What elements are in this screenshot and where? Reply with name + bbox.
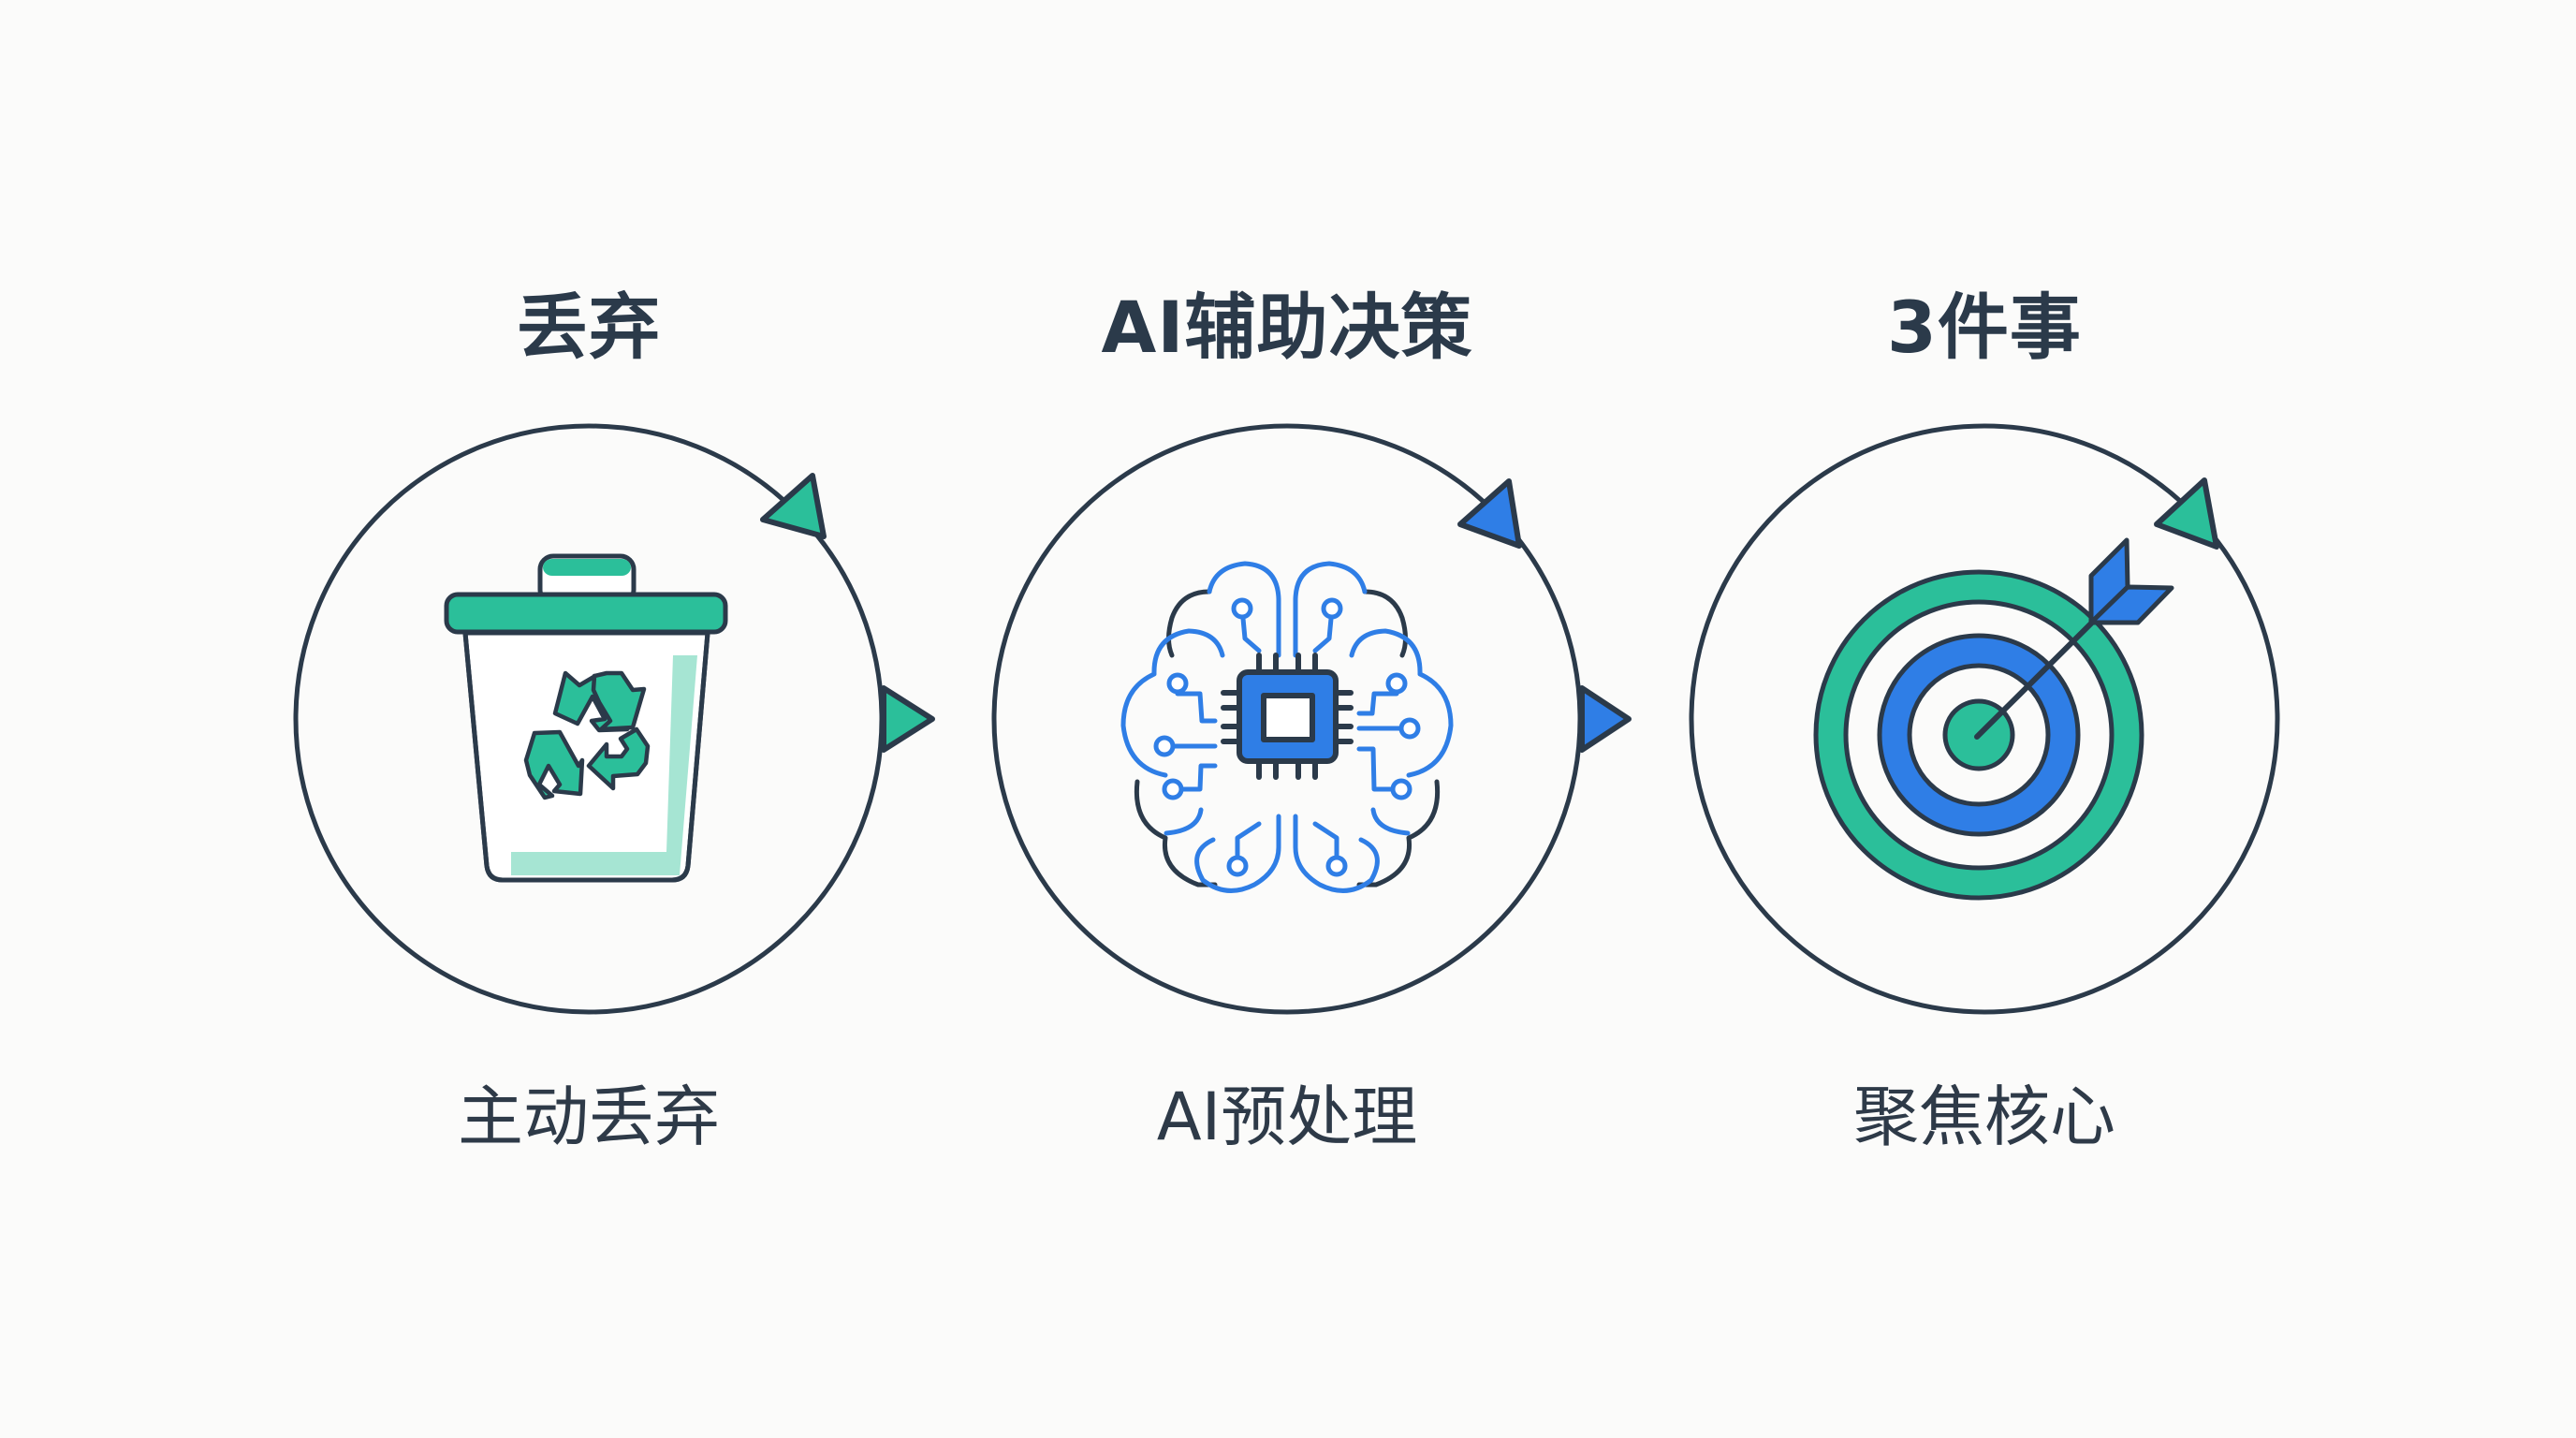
- step-1-subtitle: 主动丢弃: [458, 1078, 720, 1155]
- step-3-subtitle: 聚焦核心: [1853, 1078, 2115, 1155]
- trash-recycle-icon: [444, 553, 728, 883]
- cycle-arrowhead-icon: [1457, 478, 1522, 549]
- step-3-title: 3件事: [1887, 286, 2082, 369]
- cycle-arrowhead-icon: [2154, 477, 2219, 550]
- target-arrow-icon: [1813, 537, 2174, 901]
- step-3-cycle-ring: [1689, 423, 2280, 1015]
- step-1-node: [293, 423, 935, 1015]
- ai-brain-chip-icon: [1120, 561, 1454, 893]
- step-2-subtitle: AI预处理: [1156, 1078, 1418, 1155]
- step-2-title: AI辅助决策: [1101, 286, 1473, 369]
- connector-arrow-icon: [1579, 685, 1632, 753]
- step-3-node: [1689, 423, 2280, 1015]
- step-1-title: 丢弃: [517, 286, 661, 369]
- connector-arrow-icon: [881, 685, 935, 753]
- step-2-node: [991, 423, 1632, 1015]
- cycle-arrowhead-icon: [760, 473, 827, 539]
